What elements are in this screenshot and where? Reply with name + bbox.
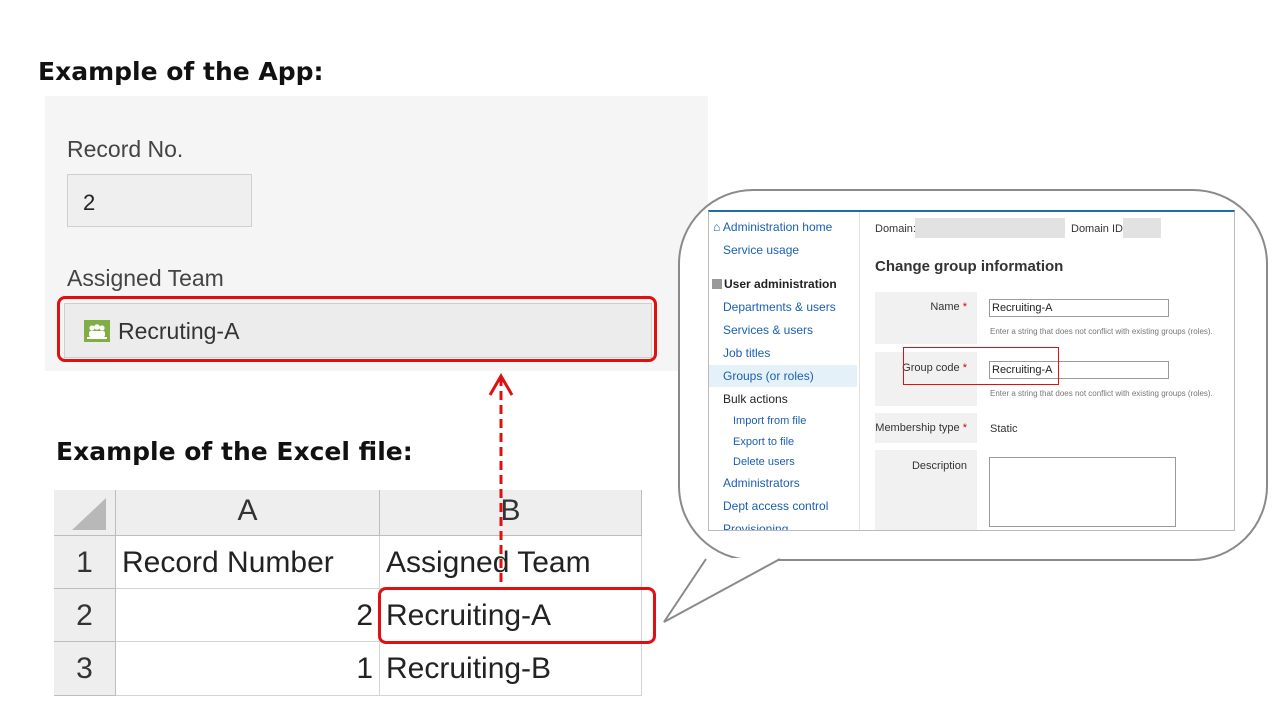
membership-type-value: Static [990, 423, 1018, 435]
mapping-arrow-icon [488, 373, 514, 583]
group-icon [84, 320, 110, 342]
excel-cell-highlight-frame [378, 587, 656, 644]
sidebar-home-label: Administration home [722, 220, 833, 234]
sidebar-item-job-titles[interactable]: Job titles [723, 346, 771, 360]
sidebar-section-label: User administration [724, 277, 837, 291]
group-code-label: Group code * [875, 352, 977, 406]
required-mark: * [962, 422, 967, 434]
domain-id-redacted [1123, 218, 1161, 238]
group-code-highlight-frame [903, 347, 1059, 385]
app-example-heading: Example of the App: [38, 57, 324, 86]
sidebar-item-dept-access[interactable]: Dept access control [723, 499, 829, 513]
excel-example-heading: Example of the Excel file: [56, 437, 413, 466]
excel-cell[interactable]: 2 [116, 589, 380, 642]
membership-type-label: Membership type * [875, 413, 977, 443]
assigned-team-value: Recruting-A [118, 318, 240, 344]
excel-cell[interactable]: Assigned Team [380, 536, 642, 589]
domain-value-redacted [915, 218, 1065, 238]
excel-column-header[interactable]: B [380, 490, 642, 536]
sidebar-item-departments-users[interactable]: Departments & users [723, 300, 836, 314]
assigned-team-field [64, 303, 652, 358]
name-input[interactable]: Recruiting-A [989, 299, 1169, 317]
group-code-input[interactable]: Recruiting-A [989, 361, 1169, 379]
membership-type-label-text: Membership type [875, 422, 960, 434]
assigned-team-label: Assigned Team [67, 265, 224, 291]
sidebar-item-groups[interactable]: Groups (or roles) [723, 369, 814, 383]
record-number-field: 2 [67, 174, 252, 227]
sidebar-section-user-admin: User administration [712, 277, 837, 291]
user-icon [712, 279, 722, 289]
excel-cell[interactable]: Recruiting-A [380, 589, 642, 642]
excel-cell[interactable]: Record Number [116, 536, 380, 589]
excel-corner [54, 490, 116, 536]
sidebar-item-import[interactable]: Import from file [733, 415, 807, 427]
domain-label: Domain: [875, 223, 916, 235]
name-hint: Enter a string that does not conflict wi… [990, 327, 1213, 336]
excel-cell[interactable]: 1 [116, 642, 380, 696]
sidebar-item-delete-users[interactable]: Delete users [733, 456, 795, 468]
sidebar-item-services-users[interactable]: Services & users [723, 323, 814, 337]
excel-column-header[interactable]: A [116, 490, 380, 536]
team-highlight-frame [57, 296, 657, 362]
excel-sheet: A B 1 Record Number Assigned Team 2 2 Re… [54, 490, 642, 696]
record-number-label: Record No. [67, 136, 184, 162]
home-icon: ⌂ [713, 220, 721, 234]
page-title: Change group information [875, 258, 1064, 275]
sidebar-active-highlight [709, 365, 857, 387]
required-mark: * [962, 301, 967, 313]
sidebar-item-administrators[interactable]: Administrators [723, 476, 800, 490]
group-code-hint: Enter a string that does not conflict wi… [990, 389, 1213, 398]
sidebar-item-export[interactable]: Export to file [733, 436, 795, 448]
admin-screen: ⌂ Administration home Service usage User… [708, 210, 1235, 531]
required-mark: * [962, 362, 967, 374]
excel-row-header[interactable]: 3 [54, 642, 116, 696]
sidebar-item-provisioning[interactable]: Provisioning [723, 522, 789, 531]
domain-id-label: Domain ID: [1071, 223, 1127, 235]
description-label: Description [875, 450, 977, 530]
callout-pointer [663, 558, 781, 623]
admin-main: Domain: Domain ID: Change group informat… [859, 212, 1234, 530]
sidebar-item-bulk-actions[interactable]: Bulk actions [723, 392, 788, 406]
sidebar-service-usage[interactable]: Service usage [723, 243, 800, 257]
excel-row-header[interactable]: 1 [54, 536, 116, 589]
group-code-label-text: Group code [902, 362, 960, 374]
excel-cell[interactable]: Recruiting-B [380, 642, 642, 696]
admin-sidebar: ⌂ Administration home Service usage User… [709, 212, 860, 531]
excel-row-header[interactable]: 2 [54, 589, 116, 642]
name-label-text: Name [930, 301, 960, 313]
name-label: Name * [875, 292, 977, 344]
sidebar-home[interactable]: ⌂ Administration home [713, 220, 832, 234]
description-textarea[interactable] [989, 457, 1176, 527]
